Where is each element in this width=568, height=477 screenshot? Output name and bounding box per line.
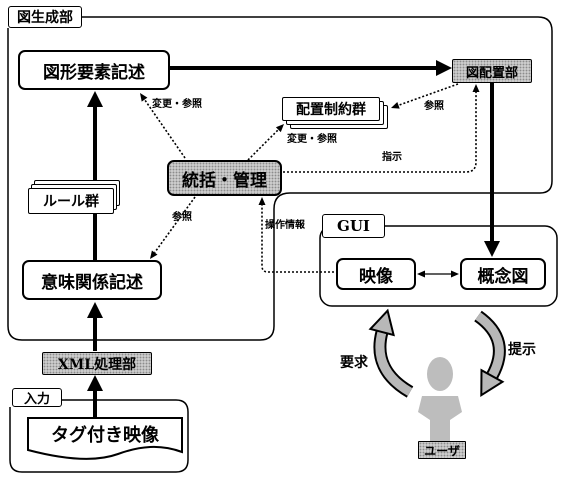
semantic-relation-description-node: 意味関係記述 xyxy=(22,260,162,300)
generation-region-tab: 図生成部 xyxy=(8,6,82,28)
dotted-supervision-to-constraints xyxy=(247,129,279,161)
supervision-node: 統括・管理 xyxy=(167,160,282,196)
request-curved-arrow xyxy=(368,308,414,398)
presentation-arrow-head xyxy=(480,368,505,398)
input-region-outline xyxy=(9,399,189,473)
input-region-label: 入力 xyxy=(23,392,50,407)
double-arrow-right-head xyxy=(451,270,459,278)
placement-constraints-label: 配置制約群 xyxy=(296,102,366,118)
dotted-placement-to-constraints-head xyxy=(391,102,400,109)
video-concept-double-arrow xyxy=(417,270,459,278)
presentation-arrow-body xyxy=(475,312,504,379)
figure-element-description-label: 図形要素記述 xyxy=(43,62,145,83)
concept-diagram-node: 概念図 xyxy=(460,258,546,290)
gui-region-tab: GUI xyxy=(322,214,385,238)
presentation-curved-arrow xyxy=(474,310,506,398)
arrow-semantic-to-element-head xyxy=(87,91,103,107)
xml-processor-label: XML処理部 xyxy=(57,356,137,373)
generation-region-label: 図生成部 xyxy=(17,10,73,26)
figure-element-description-node: 図形要素記述 xyxy=(18,50,170,90)
rules-label: ルール群 xyxy=(43,194,99,210)
thick-arrows xyxy=(87,60,500,417)
video-label: 映像 xyxy=(359,266,393,287)
xml-processor-node: XML処理部 xyxy=(42,352,152,375)
dotted-supervision-to-constraints-head xyxy=(275,124,284,133)
edge-label-presentation: 提示 xyxy=(508,342,536,358)
concept-diagram-label: 概念図 xyxy=(477,266,529,287)
dotted-supervision-to-element-head xyxy=(140,93,148,102)
tagged-video-label: タグ付き映像 xyxy=(51,425,159,446)
figure-placement-node: 図配置部 xyxy=(452,59,532,83)
rules-node: ルール群 xyxy=(28,188,114,214)
edge-label-instruction: 指示 xyxy=(382,152,402,163)
dotted-supervision-to-semantic-head xyxy=(150,250,158,259)
edge-label-reference-semantic: 参照 xyxy=(172,212,192,223)
edge-label-reference-placement: 参照 xyxy=(424,101,444,112)
dotted-supervision-to-semantic xyxy=(154,196,196,253)
generation-region-outline xyxy=(7,16,553,341)
arrow-placement-to-concept-head xyxy=(484,241,500,257)
arrow-element-to-placement-head xyxy=(436,60,452,76)
user-label-box: ユーザ xyxy=(418,441,466,459)
dotted-supervision-to-placement-head xyxy=(472,84,480,92)
arrow-xml-to-semantic-head xyxy=(87,302,103,318)
user-body-shape xyxy=(418,396,462,441)
input-region-tab: 入力 xyxy=(12,388,62,407)
user-label: ユーザ xyxy=(424,443,460,458)
double-arrow-left-head xyxy=(417,270,425,278)
edge-label-operation-info: 操作情報 xyxy=(265,220,305,231)
placement-constraints-node: 配置制約群 xyxy=(282,97,380,121)
dotted-gui-to-supervision-head xyxy=(258,197,266,205)
request-arrow-body xyxy=(375,330,413,396)
figure-placement-label: 図配置部 xyxy=(465,65,518,81)
gui-region-label: GUI xyxy=(337,217,370,235)
dotted-placement-to-constraints xyxy=(398,83,459,107)
dotted-arrows xyxy=(140,83,480,273)
edge-label-modify-reference-element: 変更・参照 xyxy=(152,99,202,110)
semantic-relation-description-label: 意味関係記述 xyxy=(41,272,143,293)
request-arrow-head xyxy=(368,308,395,337)
edge-label-modify-reference-constraints: 変更・参照 xyxy=(287,134,337,145)
user-head-shape xyxy=(427,357,453,391)
arrow-video-to-xml-head xyxy=(87,375,103,391)
tagged-video-node: タグ付き映像 xyxy=(28,418,182,450)
supervision-label: 統括・管理 xyxy=(182,170,267,191)
tagged-video-document-shape xyxy=(27,417,183,460)
video-node: 映像 xyxy=(336,258,416,290)
user-icon xyxy=(418,357,462,441)
edge-label-request: 要求 xyxy=(340,355,368,371)
